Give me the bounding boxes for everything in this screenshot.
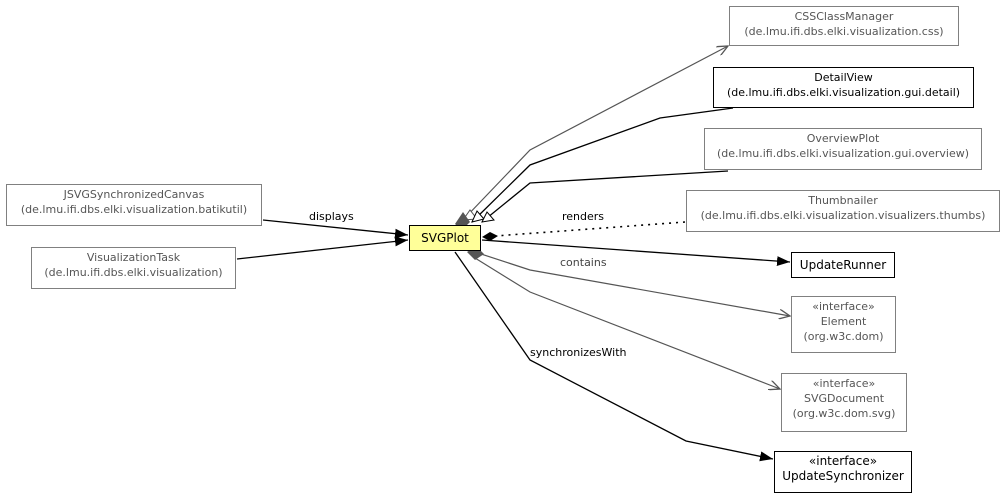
- node-overviewplot[interactable]: OverviewPlot (de.lmu.ifi.dbs.elki.visual…: [704, 128, 982, 170]
- node-package: (org.w3c.dom.svg): [792, 407, 896, 420]
- node-name: JSVGSynchronizedCanvas: [63, 188, 205, 201]
- node-name: Thumbnailer: [808, 194, 878, 207]
- node-package: (org.w3c.dom): [803, 330, 884, 343]
- edge-label-displays: displays: [309, 210, 354, 223]
- node-svgplot[interactable]: SVGPlot: [409, 225, 481, 251]
- node-name: Element: [820, 315, 867, 328]
- node-name: CSSClassManager: [794, 10, 894, 23]
- edge-svgplot-updaterunner: [481, 239, 791, 267]
- node-cssclassmanager[interactable]: CSSClassManager (de.lmu.ifi.dbs.elki.vis…: [729, 6, 959, 46]
- edge-jsvgcanvas-svgplot: [262, 219, 409, 239]
- node-name: OverviewPlot: [806, 132, 880, 145]
- node-package: (de.lmu.ifi.dbs.elki.visualization.gui.o…: [716, 147, 970, 160]
- edge-visualizationtask-svgplot: [236, 236, 409, 260]
- edge-detailview-svgplot: [471, 107, 734, 223]
- node-detailview[interactable]: DetailView (de.lmu.ifi.dbs.elki.visualiz…: [713, 67, 974, 108]
- node-stereotype: «interface»: [812, 300, 875, 313]
- node-package: (de.lmu.ifi.dbs.elki.visualization): [44, 266, 223, 279]
- node-name: VisualizationTask: [86, 251, 181, 264]
- edge-svgplot-svgdocument: [474, 257, 780, 389]
- node-updaterunner[interactable]: UpdateRunner: [791, 252, 895, 278]
- edge-overviewplot-svgplot: [481, 170, 729, 223]
- node-name: DetailView: [814, 71, 873, 84]
- edge-svgplot-element: [467, 246, 790, 316]
- edge-label-renders: renders: [562, 210, 605, 223]
- node-thumbnailer[interactable]: Thumbnailer (de.lmu.ifi.dbs.elki.visuali…: [686, 190, 1000, 232]
- node-updatesynchronizer[interactable]: «interface» UpdateSynchronizer: [774, 451, 912, 493]
- edge-thumbnailer-svgplot: [482, 221, 686, 241]
- node-package: (de.lmu.ifi.dbs.elki.visualization.batik…: [20, 203, 248, 216]
- node-stereotype: «interface»: [808, 454, 878, 468]
- edge-svgplot-updatesynchronizer: [454, 251, 774, 462]
- node-name: UpdateRunner: [799, 258, 887, 272]
- node-name: SVGPlot: [421, 231, 469, 245]
- node-name: UpdateSynchronizer: [782, 469, 904, 483]
- node-package: (de.lmu.ifi.dbs.elki.visualization.gui.d…: [726, 86, 961, 99]
- node-visualizationtask[interactable]: VisualizationTask (de.lmu.ifi.dbs.elki.v…: [31, 247, 236, 289]
- node-jsvgsynchronizedcanvas[interactable]: JSVGSynchronizedCanvas (de.lmu.ifi.dbs.e…: [6, 184, 262, 226]
- edge-label-synchronizeswith: synchronizesWith: [530, 346, 627, 359]
- node-svgdocument[interactable]: «interface» SVGDocument (org.w3c.dom.svg…: [781, 373, 907, 432]
- node-package: (de.lmu.ifi.dbs.elki.visualization.visua…: [700, 209, 986, 222]
- node-stereotype: «interface»: [812, 377, 876, 390]
- node-name: SVGDocument: [803, 392, 885, 405]
- node-element[interactable]: «interface» Element (org.w3c.dom): [791, 296, 896, 353]
- node-package: (de.lmu.ifi.dbs.elki.visualization.css): [744, 25, 944, 38]
- edge-label-contains: contains: [560, 256, 607, 269]
